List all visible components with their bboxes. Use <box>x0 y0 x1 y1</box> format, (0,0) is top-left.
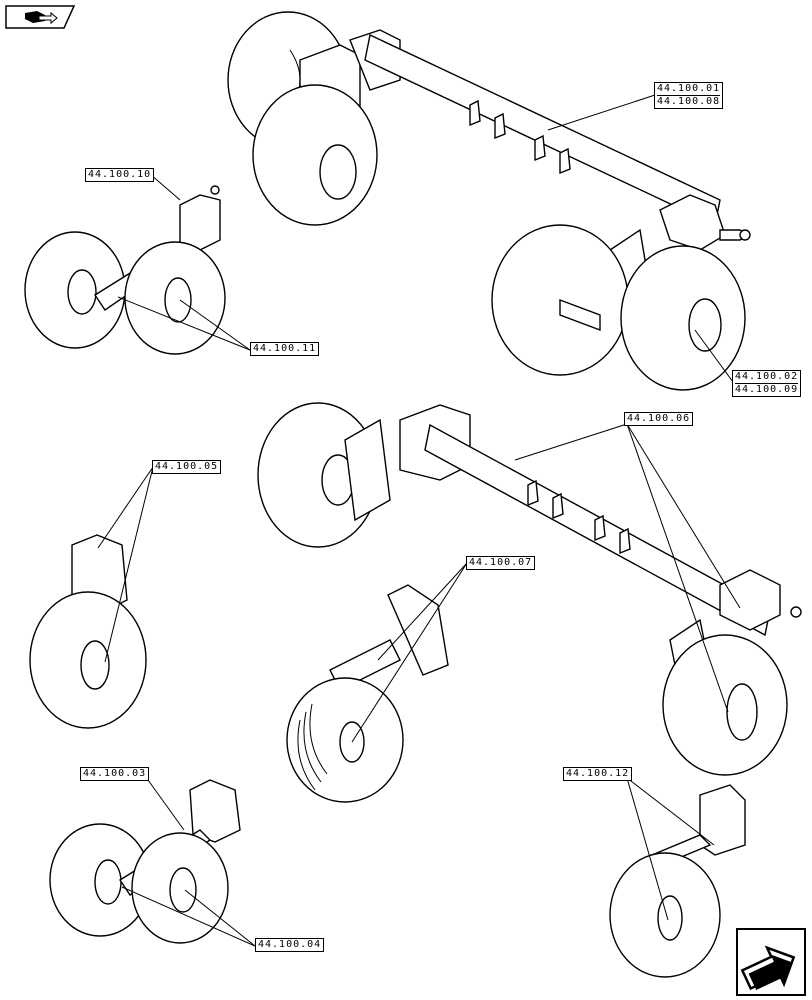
callout-text-44-100-04: 44.100.04 <box>258 939 322 950</box>
mid-left-arm <box>344 418 391 522</box>
callout-text-44-100-02: 44.100.02 <box>735 371 799 382</box>
callout-44-100-03[interactable]: 44.100.03 <box>80 767 150 781</box>
callout-44-100-12[interactable]: 44.100.12 <box>563 767 633 781</box>
twin-wheel-lower-left <box>49 779 241 944</box>
book-arrow-icon[interactable] <box>5 5 76 29</box>
callout-44-100-05[interactable]: 44.100.05 <box>152 460 222 474</box>
middle-axle-assembly <box>257 402 802 776</box>
callout-44-100-06[interactable]: 44.100.06 <box>624 412 694 426</box>
gauge-bracket <box>387 584 449 676</box>
main-beam <box>364 33 721 227</box>
callout-text-44-100-07: 44.100.07 <box>469 557 533 568</box>
twin-wheel-upper-left <box>24 185 226 355</box>
callout-text-44-100-01: 44.100.01 <box>657 83 721 94</box>
single-wheel-left <box>29 534 147 729</box>
mid-right-tire <box>662 634 788 776</box>
top-axle-assembly <box>227 11 751 391</box>
callout-text-44-100-08: 44.100.08 <box>657 95 721 107</box>
callout-text-44-100-10: 44.100.10 <box>88 169 152 180</box>
next-page-arrow-icon[interactable] <box>736 928 806 996</box>
single-wheel-lower-right <box>609 784 746 978</box>
mount-bracket <box>179 194 221 251</box>
top-front-right-tire <box>620 245 746 391</box>
callout-text-44-100-09: 44.100.09 <box>735 383 799 395</box>
gauge-wheel-center <box>286 584 449 803</box>
callout-44-100-11[interactable]: 44.100.11 <box>250 342 320 356</box>
callout-text-44-100-11: 44.100.11 <box>253 343 317 354</box>
leader-lines <box>97 94 741 947</box>
callout-text-44-100-12: 44.100.12 <box>566 768 630 779</box>
callout-44-100-01-08[interactable]: 44.100.01 44.100.08 <box>654 82 724 109</box>
callout-44-100-02-09[interactable]: 44.100.02 44.100.09 <box>732 370 802 397</box>
top-front-left-tire <box>252 84 378 226</box>
callout-44-100-10[interactable]: 44.100.10 <box>85 168 155 182</box>
callout-text-44-100-06: 44.100.06 <box>627 413 691 424</box>
callout-text-44-100-05: 44.100.05 <box>155 461 219 472</box>
callout-44-100-07[interactable]: 44.100.07 <box>466 556 536 570</box>
callout-text-44-100-03: 44.100.03 <box>83 768 147 779</box>
callout-44-100-04[interactable]: 44.100.04 <box>255 938 325 952</box>
